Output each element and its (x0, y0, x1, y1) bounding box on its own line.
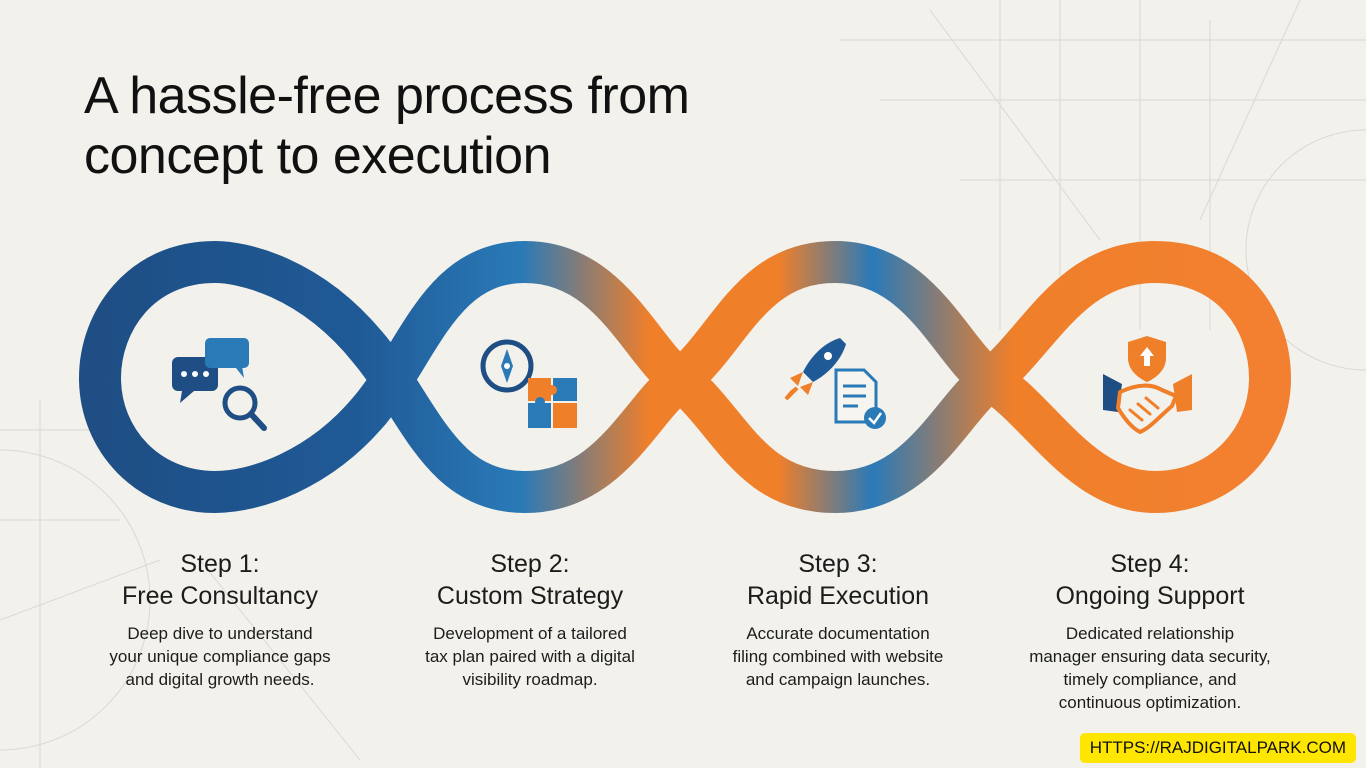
step-1-number: Step 1: (180, 550, 260, 578)
handshake-shield-icon (1103, 336, 1192, 434)
step-1: Step 1: Free Consultancy Deep dive to un… (75, 548, 365, 691)
step-2-number: Step 2: (490, 550, 570, 578)
step-2-desc-line: tax plan paired with a digital (425, 647, 635, 666)
step-4-desc-line: continuous optimization. (1058, 693, 1242, 712)
title-line-1: A hassle-free process from (84, 67, 690, 125)
step-2-description: Development of a tailored tax plan paire… (385, 622, 675, 691)
step-3-desc-line: Accurate documentation (746, 624, 930, 643)
step-2-desc-line: Development of a tailored (433, 624, 627, 643)
page-title: A hassle-free process from concept to ex… (84, 66, 844, 186)
step-1-name: Free Consultancy (122, 582, 318, 610)
step-4-description: Dedicated relationship manager ensuring … (1000, 622, 1300, 714)
step-3-desc-line: filing combined with website (732, 647, 944, 666)
step-4-number: Step 4: (1110, 550, 1190, 578)
process-ribbon (78, 240, 1292, 514)
step-3-number: Step 3: (798, 550, 878, 578)
step-2-desc-line: visibility roadmap. (462, 670, 598, 689)
chat-search-icon (172, 338, 267, 431)
step-4-desc-line: timely compliance, and (1063, 670, 1237, 689)
step-2: Step 2: Custom Strategy Development of a… (385, 548, 675, 691)
title-line-2: concept to execution (84, 127, 552, 185)
step-4-name: Ongoing Support (1055, 582, 1245, 610)
compass-puzzle-icon (480, 339, 577, 428)
website-url-badge: HTTPS://RAJDIGITALPARK.COM (1079, 733, 1356, 763)
step-4-desc-line: Dedicated relationship (1065, 624, 1235, 643)
step-3: Step 3: Rapid Execution Accurate documen… (693, 548, 983, 691)
step-1-desc-line: and digital growth needs. (125, 670, 315, 689)
step-3-description: Accurate documentation filing combined w… (693, 622, 983, 691)
step-1-desc-line: Deep dive to understand (127, 624, 313, 643)
rocket-document-icon (784, 338, 886, 429)
ribbon-loops (78, 240, 1292, 514)
step-1-desc-line: your unique compliance gaps (109, 647, 331, 666)
step-1-description: Deep dive to understand your unique comp… (75, 622, 365, 691)
step-4: Step 4: Ongoing Support Dedicated relati… (1000, 548, 1300, 714)
step-3-name: Rapid Execution (746, 582, 930, 610)
step-4-desc-line: manager ensuring data security, (1029, 647, 1271, 666)
step-3-desc-line: and campaign launches. (745, 670, 931, 689)
step-2-name: Custom Strategy (436, 582, 624, 610)
